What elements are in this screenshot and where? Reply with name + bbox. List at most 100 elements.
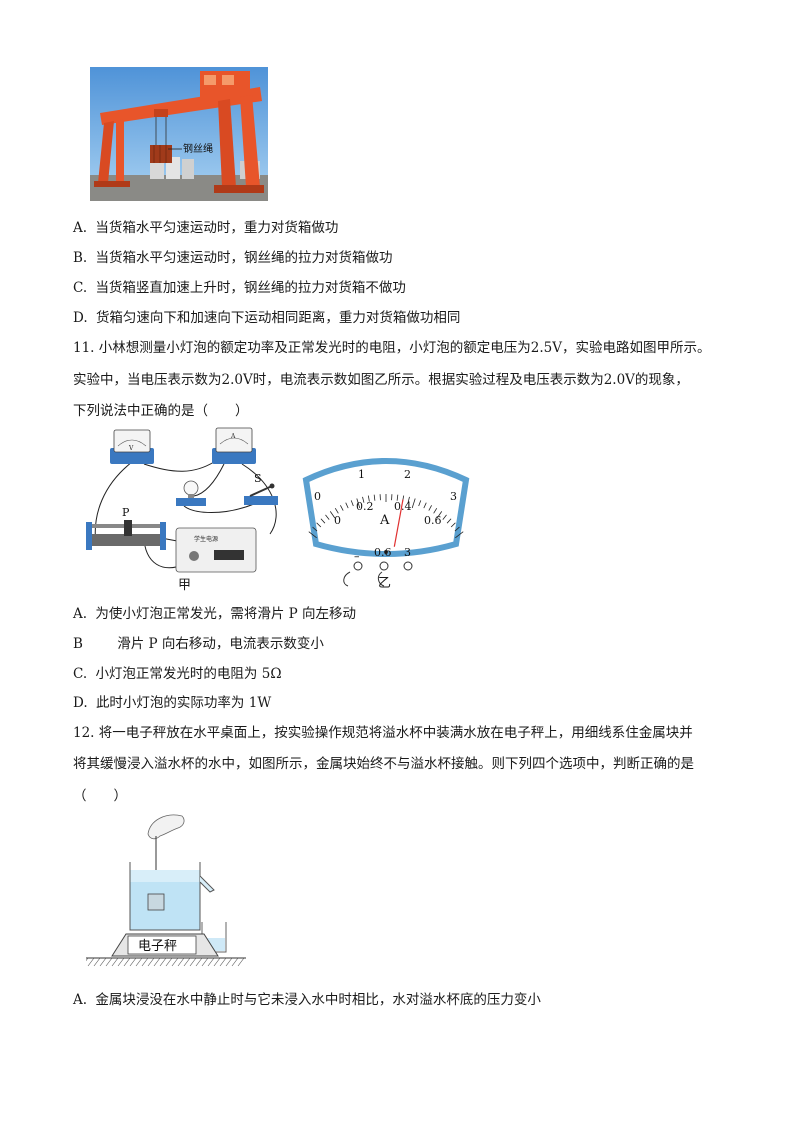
bottom-scale-0: 0 bbox=[334, 514, 341, 527]
voltmeter: V bbox=[110, 429, 154, 464]
scale-tick bbox=[367, 495, 370, 502]
power-supply-label: 学生电源 bbox=[194, 535, 218, 543]
scale-tick bbox=[350, 500, 354, 507]
scale-tick bbox=[446, 518, 452, 524]
ammeter-needle bbox=[393, 499, 404, 547]
scale-tick bbox=[418, 500, 422, 507]
option-text: 当货箱水平匀速运动时，钢丝绳的拉力对货箱做功 bbox=[95, 250, 393, 266]
scale-tick bbox=[308, 531, 317, 539]
crane-photo: 钢丝绳 bbox=[90, 67, 268, 201]
option-label: D. bbox=[73, 310, 88, 326]
scale-tick bbox=[320, 518, 326, 524]
q12-stem-line-3: （ ） bbox=[73, 788, 127, 804]
scale-tick bbox=[356, 498, 361, 509]
option-label: A. bbox=[73, 992, 88, 1008]
voltmeter-mark: V bbox=[128, 445, 134, 452]
table-hatch bbox=[201, 957, 209, 967]
circuit-diagram: V A S P bbox=[84, 424, 294, 594]
scale-tick bbox=[436, 511, 443, 519]
scale-tick bbox=[442, 514, 447, 520]
table-hatch bbox=[111, 957, 119, 967]
table-hatch bbox=[183, 957, 191, 967]
option-text: 此时小灯泡的实际功率为 1W bbox=[95, 695, 272, 711]
q10-option-d[interactable]: D. 货箱匀速向下和加速向下运动相同距离，重力对货箱做功相同 bbox=[73, 308, 460, 328]
table-hatch bbox=[207, 957, 215, 967]
scale-tick bbox=[433, 507, 438, 514]
q10-option-a[interactable]: A. 当货箱水平匀速运动时，重力对货箱做功 bbox=[73, 218, 338, 238]
bottom-scale-2: 0.4 bbox=[394, 500, 412, 513]
ammeter-dial: 0 1 2 3 0 0.2 0.4 0.6 A – 0.6 3 乙 bbox=[298, 452, 474, 591]
scale-tick bbox=[373, 494, 376, 501]
option-label: B bbox=[73, 636, 83, 652]
table-hatch bbox=[219, 957, 227, 967]
scale-tick bbox=[345, 502, 349, 509]
top-scale-2: 2 bbox=[404, 468, 411, 481]
light-bulb bbox=[176, 480, 206, 506]
rheostat-slider-label: P bbox=[122, 506, 130, 519]
power-supply: 学生电源 bbox=[175, 527, 257, 573]
scale-tick bbox=[325, 514, 330, 520]
q11-option-a[interactable]: A. 为使小灯泡正常发光，需将滑片 P 向左移动 bbox=[73, 604, 356, 624]
scale-tick bbox=[396, 494, 399, 501]
q12-stem-line-2: 将其缓慢浸入溢水杯的水中，如图所示，金属块始终不与溢水杯接触。则下列四个选项中，… bbox=[73, 756, 694, 772]
table-hatch bbox=[147, 957, 155, 967]
top-scale-3: 3 bbox=[450, 490, 457, 503]
scale-tick bbox=[423, 502, 427, 509]
table-hatch bbox=[189, 957, 197, 967]
table-hatch bbox=[87, 957, 95, 967]
option-text: 滑片 P 向右移动，电流表示数变小 bbox=[117, 636, 324, 652]
table-hatch bbox=[123, 957, 131, 967]
option-text: 金属块浸没在水中静止时与它未浸入水中时相比，水对溢水杯底的压力变小 bbox=[95, 992, 541, 1008]
terminal-3: 3 bbox=[404, 546, 411, 559]
table-hatch bbox=[171, 957, 179, 967]
table-hatch bbox=[225, 957, 233, 967]
option-text: 当货箱水平匀速运动时，重力对货箱做功 bbox=[95, 220, 339, 236]
q12-stem-line-1: 12. 将一电子秤放在水平桌面上，按实验操作规范将溢水杯中装满水放在电子秤上，用… bbox=[73, 725, 693, 741]
bottom-scale-1: 0.2 bbox=[356, 500, 374, 513]
q11-option-d[interactable]: D. 此时小灯泡的实际功率为 1W bbox=[73, 693, 271, 713]
option-label: B. bbox=[73, 250, 88, 266]
table-hatch bbox=[81, 957, 89, 967]
table-hatch bbox=[237, 957, 245, 967]
table-hatch bbox=[129, 957, 137, 967]
q11-stem-line-2: 实验中，当电压表示数为2.0V时，电流表示数如图乙所示。根据实验过程及电压表示数… bbox=[73, 372, 689, 388]
table-hatch bbox=[177, 957, 185, 967]
scale-tick bbox=[329, 511, 336, 519]
option-label: C. bbox=[73, 666, 88, 682]
option-text: 当货箱竖直加速上升时，钢丝绳的拉力对货箱不做功 bbox=[95, 280, 406, 296]
metal-block bbox=[147, 893, 165, 911]
table-hatch bbox=[159, 957, 167, 967]
table-hatch bbox=[153, 957, 161, 967]
q10-option-c[interactable]: C. 当货箱竖直加速上升时，钢丝绳的拉力对货箱不做功 bbox=[73, 278, 406, 298]
scale-tick bbox=[407, 496, 410, 503]
scale-tick bbox=[362, 496, 365, 503]
option-label: A. bbox=[73, 606, 88, 622]
figure-caption-jia: 甲 bbox=[178, 578, 192, 593]
switch-label: S bbox=[254, 472, 262, 485]
table-hatch bbox=[213, 957, 221, 967]
scale-tick bbox=[312, 526, 318, 532]
q11-option-c[interactable]: C. 小灯泡正常发光时的电阻为 5Ω bbox=[73, 664, 282, 684]
option-text: 为使小灯泡正常发光，需将滑片 P 向左移动 bbox=[95, 606, 357, 622]
q10-option-b[interactable]: B. 当货箱水平匀速运动时，钢丝绳的拉力对货箱做功 bbox=[73, 248, 393, 268]
terminal-0-6: 0.6 bbox=[374, 546, 392, 559]
table-hatch bbox=[195, 957, 203, 967]
option-text: 小灯泡正常发光时的电阻为 5Ω bbox=[95, 666, 282, 682]
table-hatch bbox=[135, 957, 143, 967]
q12-option-a[interactable]: A. 金属块浸没在水中静止时与它未浸入水中时相比，水对溢水杯底的压力变小 bbox=[73, 990, 541, 1010]
scale-tick bbox=[450, 522, 456, 528]
q11-stem-line-1: 11. 小林想测量小灯泡的额定功率及正常发光时的电阻，小灯泡的额定电压为2.5V… bbox=[73, 340, 711, 356]
ammeter-device: A bbox=[212, 427, 256, 464]
table-hatch bbox=[99, 957, 107, 967]
scale-tick bbox=[455, 531, 464, 539]
scale-label: 电子秤 bbox=[138, 939, 177, 954]
q11-option-b[interactable]: B 滑片 P 向右移动，电流表示数变小 bbox=[73, 634, 324, 654]
crane-illustration: 钢丝绳 bbox=[90, 67, 268, 201]
table-hatch bbox=[117, 957, 125, 967]
switch: S bbox=[244, 472, 278, 505]
table-hatch bbox=[105, 957, 113, 967]
terminal-minus: – bbox=[354, 550, 360, 563]
scale-tick bbox=[411, 498, 416, 509]
q11-stem-line-3: 下列说法中正确的是（ ） bbox=[73, 403, 249, 419]
